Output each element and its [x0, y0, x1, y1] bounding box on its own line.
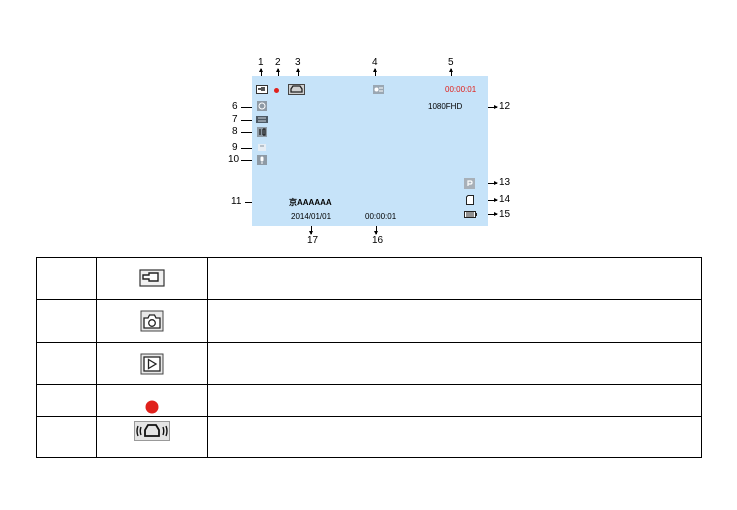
- battery-icon: [464, 211, 477, 218]
- callout-10: 10: [228, 154, 240, 165]
- table-row: [36, 299, 702, 343]
- row-description: [207, 257, 702, 300]
- callout-15: 15: [499, 209, 511, 220]
- callout-3: 3: [295, 57, 301, 68]
- clock-label: 00:00:01: [365, 212, 397, 221]
- video-camera-icon: [139, 269, 165, 287]
- table-row: [36, 384, 702, 417]
- row-number: [36, 342, 97, 385]
- row-number: [36, 416, 97, 458]
- icon-legend-table: [36, 257, 702, 458]
- callout-13: 13: [499, 177, 511, 188]
- row-description: [207, 416, 702, 458]
- license-plate: 京AAAAAA: [289, 198, 332, 207]
- exposure-icon: [256, 116, 268, 123]
- callout-7: 7: [232, 114, 238, 125]
- parking-icon: [464, 178, 475, 189]
- recording-time: 00:00:01: [445, 85, 477, 94]
- record-dot-icon: [145, 400, 159, 413]
- callout-4: 4: [372, 57, 378, 68]
- callout-2: 2: [275, 57, 281, 68]
- row-description: [207, 384, 702, 417]
- sd-card-icon: [466, 195, 474, 205]
- motion-detect-icon: [373, 85, 384, 94]
- arrow-1: [259, 68, 263, 79]
- callout-8: 8: [232, 126, 238, 137]
- microphone-icon: [257, 155, 267, 165]
- gsensor-car-icon: [134, 421, 170, 441]
- wdr-icon: [257, 127, 267, 137]
- photo-camera-icon: [140, 310, 164, 332]
- audio-icon: [258, 144, 266, 151]
- callout-6: 6: [232, 101, 238, 112]
- row-number: [36, 384, 97, 417]
- arrow-17: [309, 221, 313, 235]
- callout-1: 1: [258, 57, 264, 68]
- callout-9: 9: [232, 142, 238, 153]
- row-icon-cell: [96, 342, 208, 385]
- row-description: [207, 342, 702, 385]
- gsensor-car-icon: [288, 84, 305, 95]
- arrow-15: [481, 212, 498, 216]
- dashcam-screen: 00:00:01 1080FHD 京AAAAAA: [252, 76, 488, 226]
- callout-17: 17: [307, 235, 319, 246]
- row-icon-cell: [96, 416, 208, 458]
- row-number: [36, 299, 97, 343]
- callout-12: 12: [499, 101, 511, 112]
- table-row: [36, 416, 702, 458]
- resolution-label: 1080FHD: [428, 102, 463, 111]
- row-icon-cell: [96, 384, 208, 417]
- record-dot-icon: [274, 88, 279, 93]
- playback-icon: [140, 353, 164, 374]
- row-description: [207, 299, 702, 343]
- video-mode-icon: [256, 85, 268, 94]
- loop-record-icon: [257, 101, 267, 111]
- callout-5: 5: [448, 57, 454, 68]
- row-icon-cell: [96, 299, 208, 343]
- table-row: [36, 342, 702, 385]
- callout-14: 14: [499, 194, 511, 205]
- arrow-16: [374, 221, 378, 235]
- screen-diagram: 1 2 3 4 5 6 7 8 9 10 11 12 13 14 15 16 1…: [0, 0, 737, 250]
- row-icon-cell: [96, 257, 208, 300]
- table-row: [36, 257, 702, 300]
- callout-11: 11: [231, 196, 242, 207]
- date-label: 2014/01/01: [291, 212, 332, 221]
- arrow-13: [481, 181, 498, 185]
- row-number: [36, 257, 97, 300]
- callout-16: 16: [372, 235, 384, 246]
- arrow-14: [481, 198, 498, 202]
